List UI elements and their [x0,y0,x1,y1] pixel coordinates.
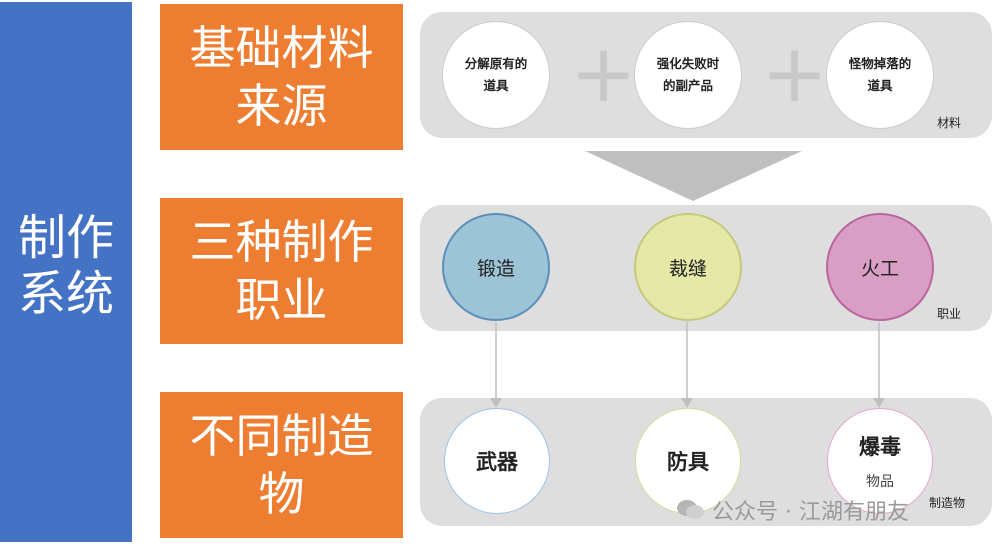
arrowhead [873,398,885,408]
row-title-line: 职业 [235,273,328,327]
row-title-line: 不同制造 [189,409,374,463]
row-title-line: 物 [258,467,305,521]
material-text-line: 怪物掉落的 [848,56,912,71]
panel-tag-materials: 材料 [937,116,962,130]
panel-tag-professions: 职业 [937,307,962,321]
system-title-line-1: 制作 [17,210,114,266]
product-label: 爆毒 [859,435,901,459]
product-circle-weapon: 武器 [444,408,550,514]
arrowhead [681,398,693,408]
row-title-line: 基础材料 [189,21,374,75]
row-title-products: 不同制造物 [160,392,403,538]
system-side-bar [0,2,132,542]
row-title-professions: 三种制作职业 [160,198,403,344]
profession-circle-tailoring: 裁缝 [634,213,742,321]
material-text-line: 分解原有的 [464,56,528,71]
product-label: 武器 [476,450,518,474]
watermark-text: 公众号 · 江湖有朋友 [712,500,909,525]
plus-icon: + [570,27,638,120]
row-title-line: 来源 [235,79,328,133]
profession-circle-pyrotechnics: 火工 [826,213,934,321]
product-circle-armor: 防具 [635,408,741,514]
material-circle-dismantle: 分解原有的道具 [442,21,550,129]
row-title-line: 三种制作 [189,215,374,269]
connector-arrowheads [490,398,885,408]
watermark: 公众号 · 江湖有朋友 [676,494,909,526]
material-circle-monster-drop: 怪物掉落的道具 [826,21,934,129]
flow-down-arrow [585,151,802,201]
profession-label: 火工 [860,257,899,280]
profession-circle-forging: 锻造 [442,213,550,321]
wechat-icon [677,500,704,519]
material-text-line: 道具 [867,78,893,93]
product-circle-explosive: 爆毒 物品 [827,408,933,514]
material-text-line: 道具 [483,78,509,93]
plus-icon: + [761,27,829,120]
material-text-line: 的副产品 [662,78,713,93]
profession-label: 裁缝 [668,257,707,280]
arrowhead [490,398,502,408]
system-title: 制作 系统 [0,210,132,322]
material-circle-enhance-fail: 强化失败时的副产品 [634,21,742,129]
panel-tag-products: 制造物 [929,496,966,510]
product-label: 防具 [667,450,709,474]
system-title-line-2: 系统 [17,266,114,322]
material-text-line: 强化失败时 [656,56,720,71]
row-title-materials: 基础材料来源 [160,4,403,150]
profession-product-connectors [495,322,880,400]
product-extra-label: 物品 [866,474,894,490]
profession-label: 锻造 [476,257,515,280]
